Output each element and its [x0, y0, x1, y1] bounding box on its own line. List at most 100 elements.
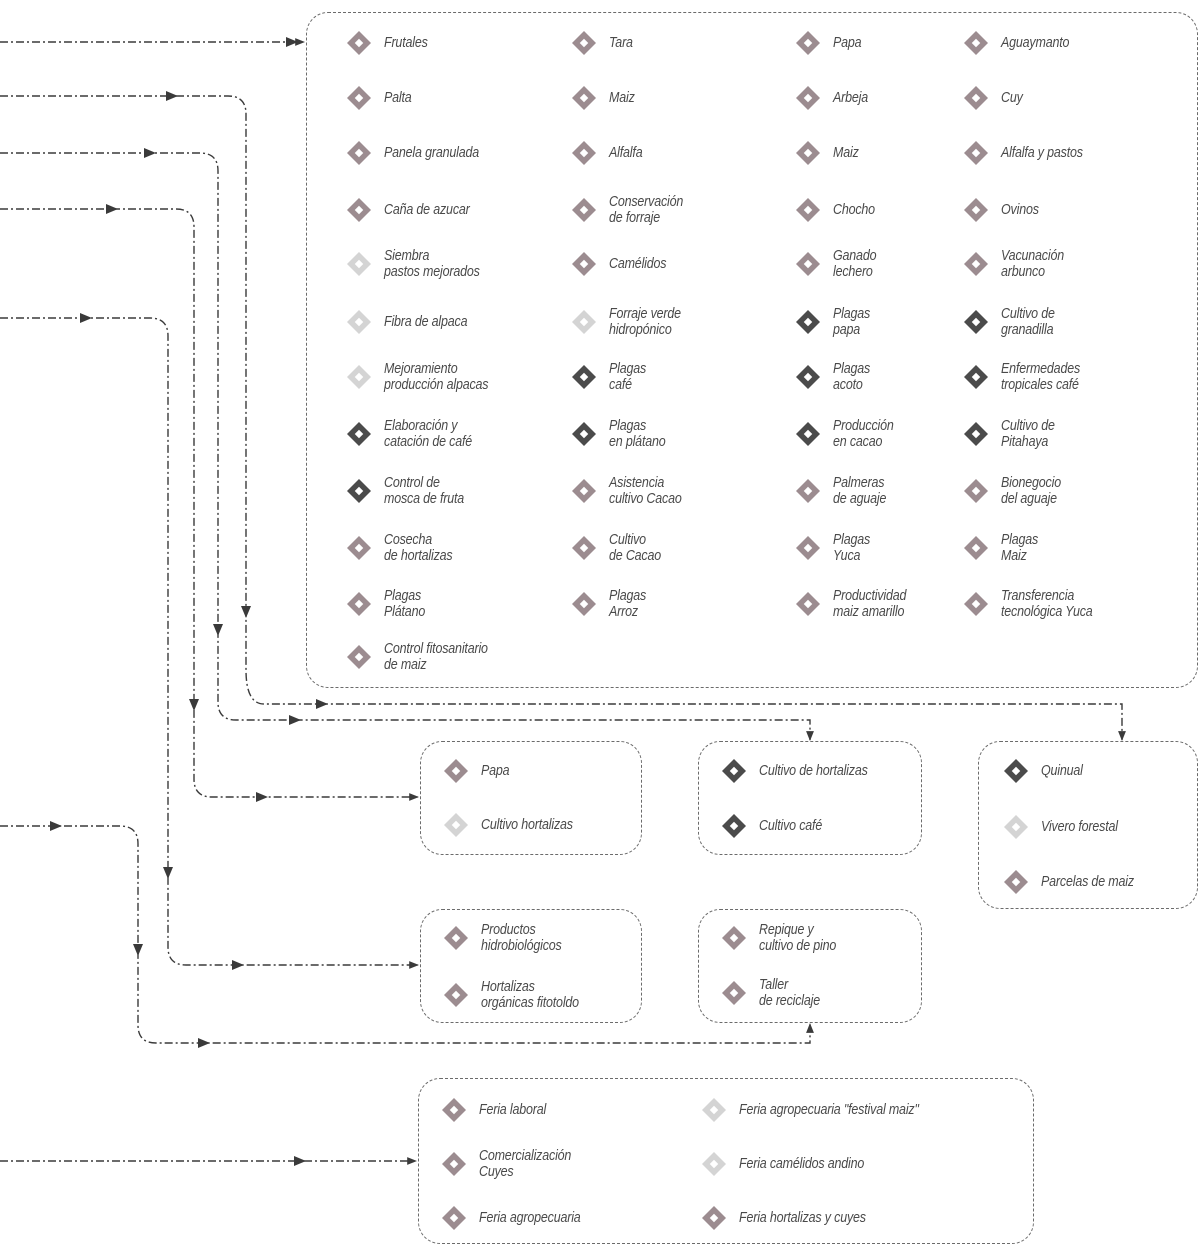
item-label: Alfalfa y pastos — [1001, 145, 1083, 161]
item-label: Cultivo de Cacao — [609, 532, 662, 564]
item-label: Feria hortalizas y cuyes — [739, 1210, 866, 1226]
arrow-marker — [256, 792, 268, 802]
item-label: Papa — [833, 35, 862, 51]
arrow-marker — [189, 699, 199, 711]
item-control-fitosanitario-de-maiz: Control fitosanitario de maiz — [346, 641, 505, 673]
arrow-marker — [106, 204, 118, 214]
item-comercializacion-cuyes: Comercialización Cuyes — [441, 1148, 586, 1180]
arrow-marker — [289, 715, 301, 725]
item-label: Siembra pastos mejorados — [384, 248, 480, 280]
item-label: Productos hidrobiológicos — [481, 922, 562, 954]
item-label: Taller de reciclaje — [759, 977, 821, 1009]
item-conservacion-de-forraje: Conservación de forraje — [571, 194, 695, 226]
item-cultivo-de-cacao: Cultivo de Cacao — [571, 532, 669, 564]
item-control-de-mosca-de-fruta: Control de mosca de fruta — [346, 475, 477, 507]
connector-line — [0, 95, 1126, 741]
item-plagas-platano: Plagas Plátano — [346, 588, 432, 620]
item-label: Parcelas de maiz — [1041, 874, 1134, 890]
diamond-icon — [346, 197, 372, 223]
diamond-icon — [1003, 869, 1029, 895]
item-label: Cosecha de hortalizas — [384, 532, 453, 564]
arrow-marker — [198, 1038, 210, 1048]
item-label: Repique y cultivo de pino — [759, 922, 837, 954]
item-vacunacion-arbunco: Vacunación arbunco — [963, 248, 1074, 280]
item-label: Control fitosanitario de maiz — [384, 641, 488, 673]
diamond-icon — [346, 85, 372, 111]
item-asistencia-cultivo-cacao: Asistencia cultivo Cacao — [571, 475, 693, 507]
item-forraje-verde-hidroponico: Forraje verde hidropónico — [571, 306, 693, 338]
diamond-icon — [1003, 758, 1029, 784]
item-palmeras-de-aguaje: Palmeras de aguaje — [795, 475, 895, 507]
item-label: Cultivo hortalizas — [481, 817, 573, 833]
diamond-icon — [963, 364, 989, 390]
item-palta: Palta — [346, 85, 416, 111]
diamond-icon — [795, 535, 821, 561]
item-mejoramiento-produccion-alpacas: Mejoramiento producción alpacas — [346, 361, 505, 393]
item-label: Alfalfa — [609, 145, 643, 161]
item-produccion-en-cacao: Producción en cacao — [795, 418, 904, 450]
item-label: Producción en cacao — [833, 418, 894, 450]
diamond-icon — [963, 85, 989, 111]
diamond-icon — [443, 982, 469, 1008]
diamond-icon — [346, 591, 372, 617]
item-label: Maiz — [833, 145, 859, 161]
item-label: Arbeja — [833, 90, 869, 106]
group-papa-box — [420, 741, 642, 855]
item-cosecha-de-hortalizas: Cosecha de hortalizas — [346, 532, 464, 564]
item-label: Plagas en plátano — [609, 418, 666, 450]
item-cultivo-cafe: Cultivo café — [721, 813, 832, 839]
item-label: Mejoramiento producción alpacas — [384, 361, 489, 393]
connector-line — [0, 317, 419, 969]
item-panela-granulada: Panela granulada — [346, 140, 494, 166]
arrow-marker — [50, 821, 62, 831]
diamond-icon — [1003, 814, 1029, 840]
item-plagas-acoto: Plagas acoto — [795, 361, 876, 393]
group-productos-box — [420, 909, 642, 1023]
item-cultivo-de-granadilla: Cultivo de granadilla — [963, 306, 1063, 338]
item-label: Hortalizas orgánicas fitotoldo — [481, 979, 579, 1011]
item-label: Quinual — [1041, 763, 1083, 779]
item-transferencia-tecnologica-yuca: Transferencia tecnológica Yuca — [963, 588, 1107, 620]
item-plagas-maiz: Plagas Maiz — [963, 532, 1044, 564]
item-camelidos: Camélidos — [571, 251, 676, 277]
item-plagas-yuca: Plagas Yuca — [795, 532, 876, 564]
diamond-icon — [795, 30, 821, 56]
item-label: Vivero forestal — [1041, 819, 1118, 835]
diamond-icon — [721, 758, 747, 784]
diamond-icon — [346, 364, 372, 390]
arrow-marker — [316, 699, 328, 709]
diamond-icon — [346, 535, 372, 561]
item-plagas-arroz: Plagas Arroz — [571, 588, 652, 620]
diamond-icon — [346, 251, 372, 277]
connector-line — [0, 152, 814, 741]
item-aguaymanto: Aguaymanto — [963, 30, 1080, 56]
arrow-marker — [213, 624, 223, 636]
item-label: Panela granulada — [384, 145, 480, 161]
diamond-icon — [795, 421, 821, 447]
diamond-icon — [721, 980, 747, 1006]
item-feria-laboral: Feria laboral — [441, 1097, 557, 1123]
arrow-marker — [144, 148, 156, 158]
diamond-icon — [701, 1205, 727, 1231]
item-label: Feria agropecuaria "festival maiz" — [739, 1102, 919, 1118]
item-label: Vacunación arbunco — [1001, 248, 1064, 280]
group-main-box — [306, 12, 1198, 688]
item-label: Cultivo de hortalizas — [759, 763, 868, 779]
item-label: Plagas acoto — [833, 361, 871, 393]
diamond-icon — [571, 364, 597, 390]
diamond-icon — [963, 30, 989, 56]
arrow-marker — [80, 313, 92, 323]
item-bionegocio-del-aguaje: Bionegocio del aguaje — [963, 475, 1071, 507]
connector-line — [0, 208, 419, 801]
diamond-icon — [721, 813, 747, 839]
item-cultivo-de-hortalizas: Cultivo de hortalizas — [721, 758, 885, 784]
item-label: Asistencia cultivo Cacao — [609, 475, 682, 507]
diamond-icon — [795, 197, 821, 223]
arrow-marker — [166, 91, 178, 101]
diamond-icon — [963, 251, 989, 277]
item-label: Plagas Plátano — [384, 588, 426, 620]
item-label: Conservación de forraje — [609, 194, 684, 226]
diamond-icon — [963, 535, 989, 561]
arrow-marker — [133, 944, 143, 956]
